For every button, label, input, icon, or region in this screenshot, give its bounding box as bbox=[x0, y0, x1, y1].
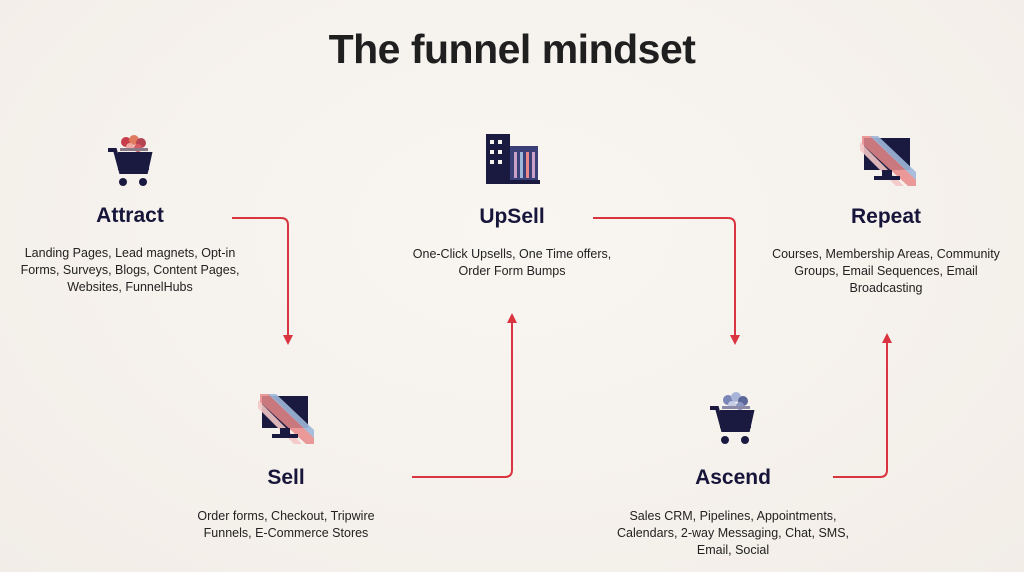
description-line: Courses, Membership Areas, Community bbox=[772, 247, 1000, 261]
stage-sell-label: Sell bbox=[267, 466, 305, 489]
stage-repeat-description: Courses, Membership Areas, Community Gro… bbox=[756, 246, 1016, 297]
stage-sell-monitor-icon bbox=[258, 394, 314, 449]
diagram-title: The funnel mindset bbox=[328, 26, 696, 72]
stage-ascend-description: Sales CRM, Pipelines, Appointments, Cale… bbox=[598, 508, 868, 559]
description-line: Websites, FunnelHubs bbox=[67, 280, 193, 294]
description-line: Order Form Bumps bbox=[458, 264, 566, 278]
stage-upsell-building-icon bbox=[486, 134, 540, 191]
stage-attract-cart-icon bbox=[106, 130, 156, 195]
stage-upsell-label: UpSell bbox=[479, 205, 545, 228]
stage-sell-description: Order forms, Checkout, Tripwire Funnels,… bbox=[166, 508, 406, 542]
stage-upsell-description: One-Click Upsells, One Time offers, Orde… bbox=[390, 246, 634, 280]
description-line: Groups, Email Sequences, Email bbox=[794, 264, 978, 278]
stage-repeat-monitor-icon bbox=[860, 136, 916, 191]
description-line: Funnels, E-Commerce Stores bbox=[203, 526, 369, 540]
arrow-ascend-to-repeat bbox=[833, 333, 892, 478]
description-line: Forms, Surveys, Blogs, Content Pages, bbox=[20, 263, 240, 277]
description-line: Sales CRM, Pipelines, Appointments, bbox=[629, 509, 837, 523]
arrow-upsell-to-ascend bbox=[593, 217, 740, 345]
description-line: Calendars, 2-way Messaging, Chat, SMS, bbox=[616, 526, 850, 540]
description-line: Landing Pages, Lead magnets, Opt-in bbox=[24, 246, 236, 260]
stage-ascend-cart-icon bbox=[708, 388, 758, 453]
description-line: Broadcasting bbox=[849, 281, 923, 295]
description-line: One-Click Upsells, One Time offers, bbox=[412, 247, 612, 261]
description-line: Email, Social bbox=[696, 543, 770, 557]
arrow-attract-to-sell bbox=[232, 217, 293, 345]
stage-repeat-label: Repeat bbox=[850, 205, 922, 228]
stage-ascend-label: Ascend bbox=[695, 466, 771, 489]
arrow-sell-to-upsell bbox=[412, 313, 517, 478]
stage-attract-description: Landing Pages, Lead magnets, Opt-in Form… bbox=[10, 245, 250, 296]
description-line: Order forms, Checkout, Tripwire bbox=[197, 509, 375, 523]
stage-attract-label: Attract bbox=[96, 204, 164, 227]
